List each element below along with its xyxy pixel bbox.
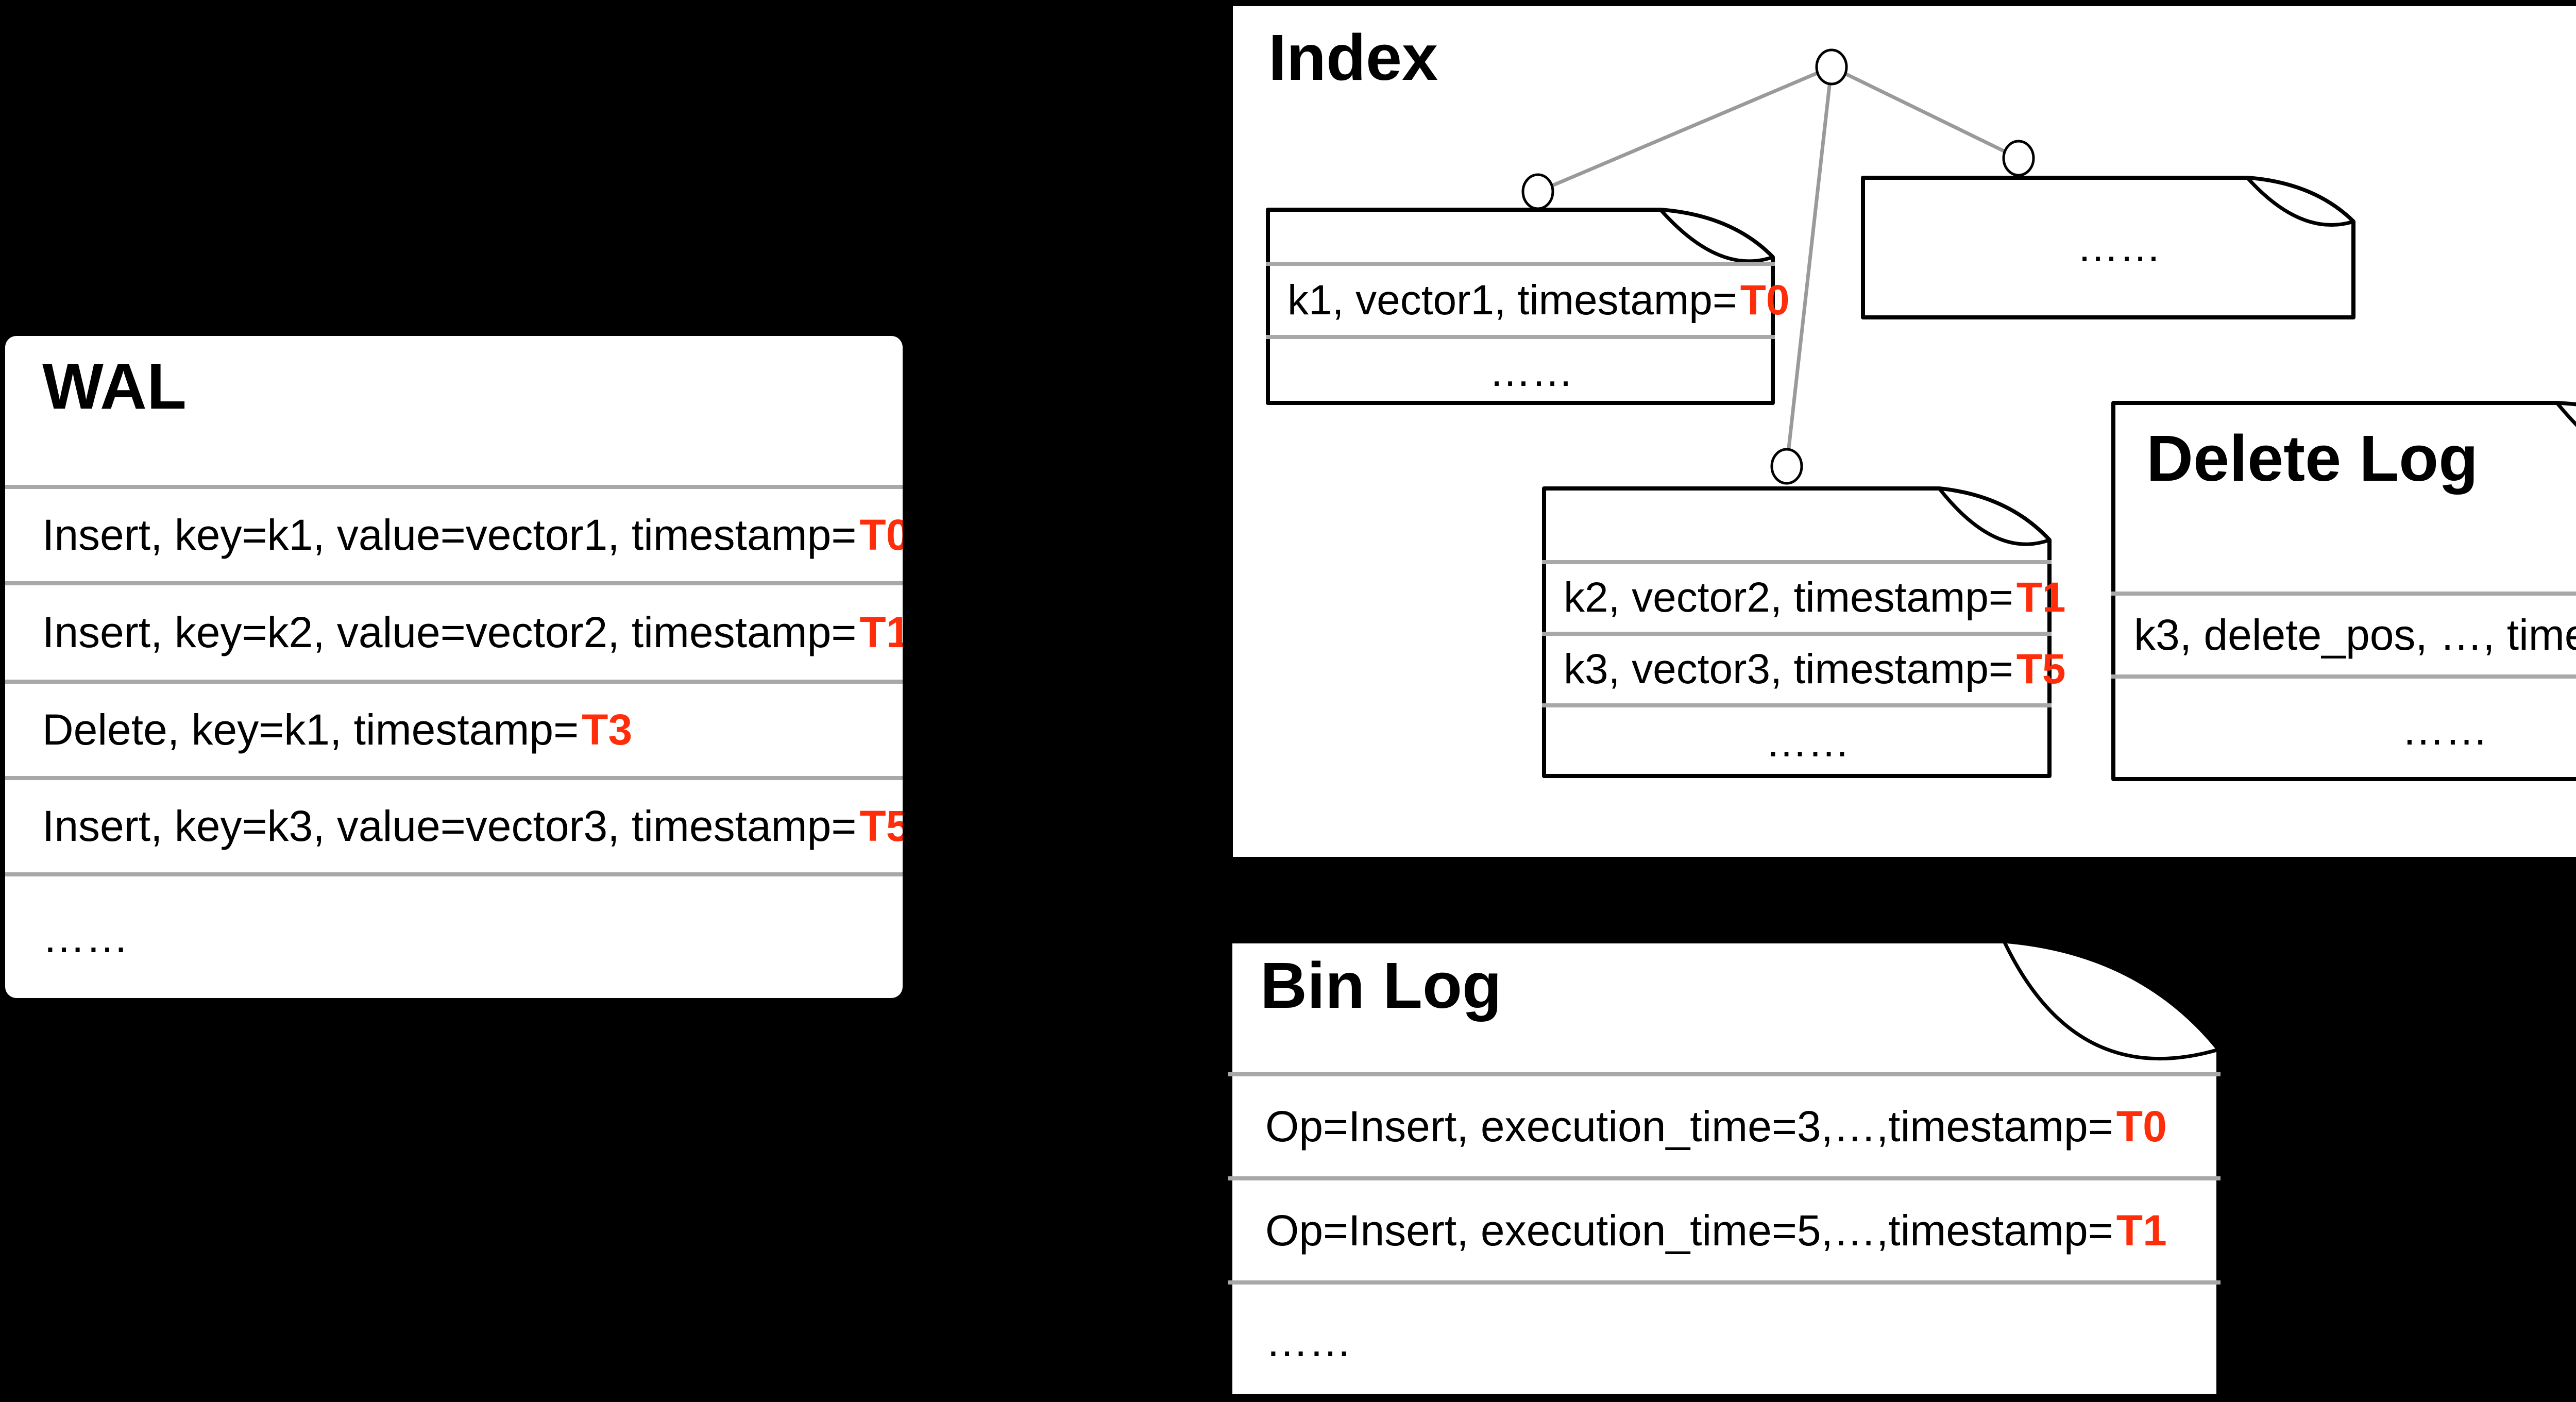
delete-log-ellipsis-text: …… bbox=[2401, 705, 2488, 754]
delete-log-header: Delete Log bbox=[2111, 401, 2576, 592]
segment-2-row-ellipsis: …… bbox=[1542, 703, 2052, 778]
wal-table: WAL Insert, key=k1, value=vector1, times… bbox=[5, 336, 903, 998]
delete-log-row-ellipsis: …… bbox=[2111, 674, 2576, 781]
wal-row-1: Insert, key=k1, value=vector1, timestamp… bbox=[5, 485, 903, 581]
timestamp-badge: T1 bbox=[2016, 574, 2066, 621]
bin-log-row-1: Op=Insert, execution_time=3,…,timestamp=… bbox=[1228, 1072, 2221, 1176]
folded-corner-icon bbox=[1266, 208, 1775, 405]
delete-log-row-1-text: k3, delete_pos, …, timestamp= bbox=[2134, 611, 2576, 660]
wal-row-3: Delete, key=k1, timestamp=T3 bbox=[5, 680, 903, 776]
segment-2-row-1: k2, vector2, timestamp=T1 bbox=[1542, 560, 2065, 632]
timestamp-badge: T5 bbox=[2016, 646, 2066, 693]
delete-log-row-1: k3, delete_pos, …, timestamp=T3 bbox=[2111, 592, 2576, 674]
wal-row-4: Insert, key=k3, value=vector3, timestamp… bbox=[5, 776, 903, 872]
bin-log-file: Bin Log Op=Insert, execution_time=3,…,ti… bbox=[1228, 939, 2221, 1398]
timestamp-badge: T3 bbox=[582, 705, 633, 754]
index-tree bbox=[1521, 48, 2035, 485]
wal-title: WAL bbox=[42, 350, 187, 423]
bin-log-header: Bin Log bbox=[1228, 939, 2221, 1072]
index-panel: Index k1, vector1, timestamp=T0 …… k bbox=[1233, 6, 2576, 857]
segment-file-1: k1, vector1, timestamp=T0 …… bbox=[1266, 208, 1789, 405]
wal-header: WAL bbox=[5, 336, 903, 485]
timestamp-badge: T0 bbox=[2116, 1102, 2167, 1151]
tree-edge bbox=[1785, 66, 1834, 467]
segment-1-row-1: k1, vector1, timestamp=T0 bbox=[1266, 262, 1789, 335]
timestamp-badge: T1 bbox=[859, 608, 903, 657]
bin-log-row-1-text: Op=Insert, execution_time=3,…,timestamp= bbox=[1265, 1102, 2113, 1151]
segment-file-2: k2, vector2, timestamp=T1 k3, vector3, t… bbox=[1542, 486, 2065, 778]
timestamp-badge: T1 bbox=[2116, 1206, 2167, 1255]
index-title: Index bbox=[1268, 21, 1438, 94]
bin-log-row-2-text: Op=Insert, execution_time=5,…,timestamp= bbox=[1265, 1206, 2113, 1255]
segment-2-header bbox=[1542, 486, 2052, 560]
bin-log-row-2: Op=Insert, execution_time=5,…,timestamp=… bbox=[1228, 1176, 2221, 1280]
folded-corner-icon bbox=[2111, 401, 2576, 781]
segment-2-ellipsis-text: …… bbox=[1765, 719, 1850, 766]
segment-1-row-ellipsis: …… bbox=[1266, 335, 1775, 405]
wal-row-1-text: Insert, key=k1, value=vector1, timestamp… bbox=[42, 511, 857, 560]
segment-1-header bbox=[1266, 208, 1775, 262]
wal-row-ellipsis: …… bbox=[5, 872, 903, 998]
wal-row-ellipsis-text: …… bbox=[42, 913, 129, 961]
segment-1-ellipsis-text: …… bbox=[1489, 348, 1573, 395]
segment-2-row-1-text: k2, vector2, timestamp= bbox=[1564, 574, 2013, 621]
tree-node bbox=[1521, 173, 1554, 210]
timestamp-badge: T0 bbox=[1740, 276, 1790, 324]
bin-log-row-ellipsis: …… bbox=[1228, 1280, 2221, 1398]
tree-edge bbox=[1831, 65, 2020, 160]
tree-node-root bbox=[1815, 48, 1848, 86]
folded-corner-icon bbox=[1861, 176, 2355, 319]
delete-log-title: Delete Log bbox=[2146, 422, 2479, 495]
tree-edge bbox=[1537, 65, 1833, 194]
delete-log-file: Delete Log k3, delete_pos, …, timestamp=… bbox=[2111, 401, 2576, 781]
bin-log-ellipsis-text: …… bbox=[1265, 1316, 1352, 1365]
segment-1-row-1-text: k1, vector1, timestamp= bbox=[1287, 276, 1737, 324]
timestamp-badge: T5 bbox=[859, 802, 903, 851]
segment-3-ellipsis-text: …… bbox=[2077, 224, 2161, 271]
wal-row-2-text: Insert, key=k2, value=vector2, timestamp… bbox=[42, 608, 857, 657]
segment-2-row-2: k3, vector3, timestamp=T5 bbox=[1542, 632, 2065, 703]
tree-node bbox=[2002, 140, 2035, 177]
segment-2-row-2-text: k3, vector3, timestamp= bbox=[1564, 646, 2013, 693]
tree-node bbox=[1770, 448, 1803, 485]
bin-log-title: Bin Log bbox=[1260, 949, 1502, 1022]
timestamp-badge: T0 bbox=[859, 511, 903, 560]
wal-row-3-text: Delete, key=k1, timestamp= bbox=[42, 705, 579, 754]
segment-3-row-ellipsis: …… bbox=[1861, 176, 2355, 319]
wal-row-4-text: Insert, key=k3, value=vector3, timestamp… bbox=[42, 802, 857, 851]
segment-file-3: …… bbox=[1861, 176, 2355, 319]
wal-row-2: Insert, key=k2, value=vector2, timestamp… bbox=[5, 581, 903, 680]
